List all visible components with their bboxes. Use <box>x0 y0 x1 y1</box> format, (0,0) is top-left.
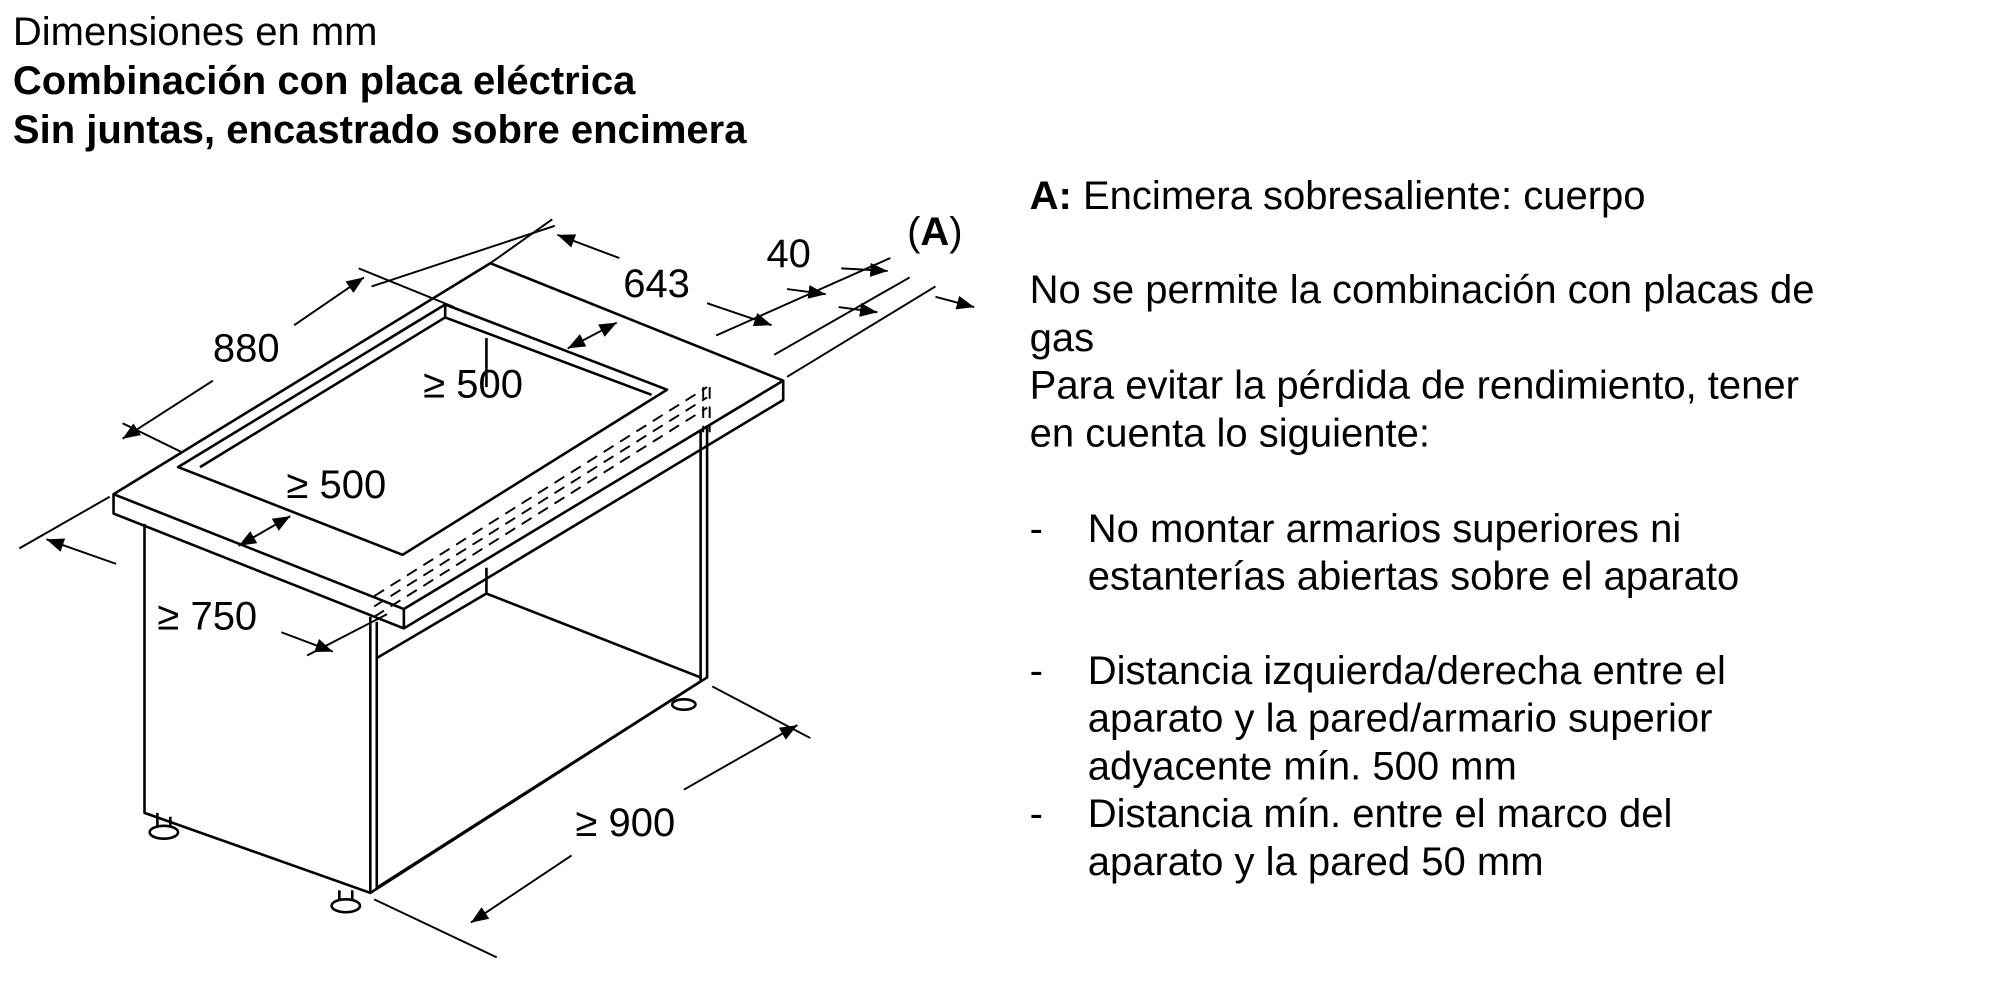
note-gas-1: No se permite la combinación con placas … <box>1029 267 1815 313</box>
list-item-line: aparato y la pared/armario superior <box>1087 695 1713 741</box>
bullet-dash: - <box>1029 790 1043 837</box>
dim-height-label: ≥ 750 <box>157 595 257 639</box>
dim-cabinet-label: ≥ 900 <box>575 801 675 845</box>
bullet-dash: - <box>1029 505 1043 551</box>
dim-depth-label: 880 <box>213 326 280 370</box>
header-title-2: Sin juntas, encastrado sobre encimera <box>12 107 747 153</box>
dimension-lines <box>18 218 975 959</box>
dim-overhang-label: 40 <box>766 232 810 276</box>
note-performance-2: en cuenta lo siguiente: <box>1029 410 1430 456</box>
legend-a: A: Encimera sobresaliente: cuerpo <box>1030 172 1646 220</box>
bullet-dash: - <box>1029 647 1043 693</box>
legend-a-text: Encimera sobresaliente: cuerpo <box>1083 172 1646 219</box>
note-gas-2: gas <box>1029 314 1095 360</box>
note-performance-1: Para evitar la pérdida de rendimiento, t… <box>1029 362 1800 408</box>
dim-front-clearance-label: ≥ 500 <box>286 463 386 507</box>
list-item-line: aparato y la pared 50 mm <box>1087 838 1544 884</box>
label-a: (A) <box>907 210 963 254</box>
dim-back-clearance-label: ≥ 500 <box>423 362 523 406</box>
header-title: Combinación con placa eléctrica <box>12 58 636 104</box>
header-subtitle: Dimensiones en mm <box>12 9 378 55</box>
list-item-line: Distancia mín. entre el marco del <box>1087 790 1673 837</box>
list-item-line: estanterías abiertas sobre el aparato <box>1087 553 1740 599</box>
list-item-line: adyacente mín. 500 mm <box>1087 743 1517 789</box>
list-item-line: No montar armarios superiores ni <box>1087 505 1682 551</box>
cabinet-leg-icon <box>148 698 697 914</box>
dimension-labels: 880 643 40 ≥ 500 ≥ 500 ≥ 750 ≥ 900 (A) <box>157 210 962 845</box>
dim-width-label: 643 <box>623 262 690 306</box>
list-item-line: Distancia izquierda/derecha entre el <box>1087 647 1726 693</box>
legend-a-key: A: <box>1029 172 1072 219</box>
